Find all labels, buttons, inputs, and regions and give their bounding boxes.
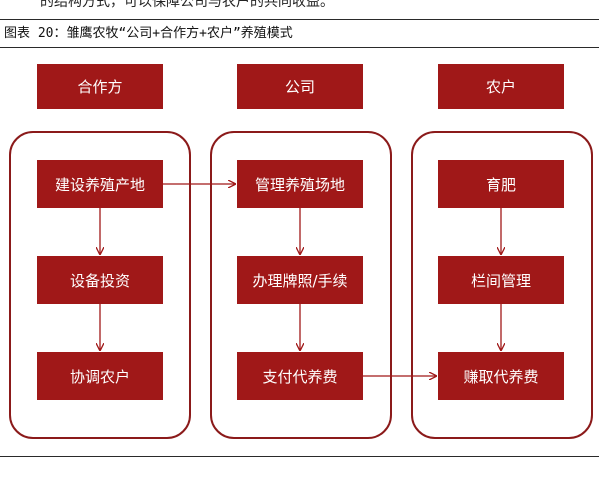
top-rule [0, 19, 599, 20]
step-pen-management: 栏间管理 [438, 256, 564, 304]
header-partner: 合作方 [37, 64, 163, 109]
step-earn-fee: 赚取代养费 [438, 352, 564, 400]
step-build-breeding-site: 建设养殖产地 [37, 160, 163, 208]
step-equipment-investment: 设备投资 [37, 256, 163, 304]
header-farmer: 农户 [438, 64, 564, 109]
step-fattening: 育肥 [438, 160, 564, 208]
step-coordinate-farmers: 协调农户 [37, 352, 163, 400]
group-outline-company [210, 131, 392, 439]
group-outline-partner [9, 131, 191, 439]
header-company: 公司 [237, 64, 363, 109]
step-licenses-procedures: 办理牌照/手续 [237, 256, 363, 304]
caption-rule [0, 47, 599, 48]
group-outline-farmer [411, 131, 593, 439]
top-text-fragment: 的结构方式，可以保障公司与农户的共同收益。 [40, 0, 334, 10]
step-manage-breeding-site: 管理养殖场地 [237, 160, 363, 208]
bottom-rule [0, 456, 599, 457]
step-pay-fee: 支付代养费 [237, 352, 363, 400]
figure-caption: 图表 20：雏鹰农牧“公司+合作方+农户”养殖模式 [4, 26, 293, 41]
